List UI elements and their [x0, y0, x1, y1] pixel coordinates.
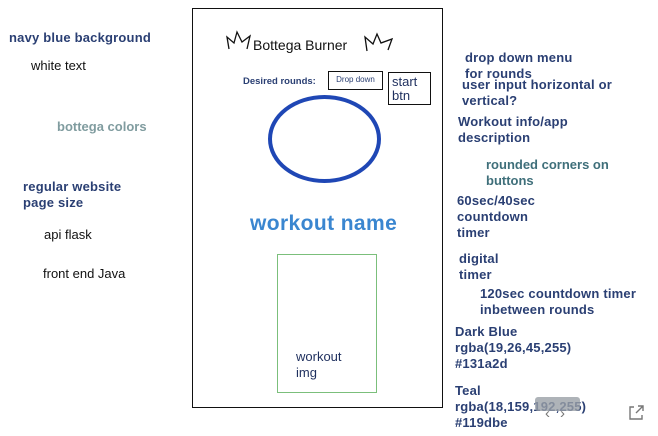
chevron-right-icon[interactable]: › [560, 405, 575, 422]
note-countdown-timer: 60sec/40sec countdown timer [457, 193, 536, 240]
note-user-input: user input horizontal or vertical? [462, 77, 612, 108]
note-white-text: white text [31, 58, 86, 73]
chevron-left-icon[interactable]: ‹ [545, 405, 560, 422]
note-rounded-corners: rounded corners on buttons [486, 157, 609, 188]
note-dark-blue-color: Dark Blue rgba(19,26,45,255) #131a2d [455, 324, 572, 371]
workout-image-box [277, 254, 377, 393]
start-button[interactable]: start btn [388, 72, 431, 105]
note-workout-info: Workout info/app description [458, 114, 568, 145]
note-page-size: regular website page size [23, 179, 122, 210]
viewer-control-bar[interactable] [535, 397, 580, 411]
crown-right-icon [364, 32, 394, 52]
crown-left-icon [226, 30, 252, 50]
note-rest-timer: 120sec countdown timer inbetween rounds [480, 286, 637, 317]
timer-circle [268, 95, 381, 183]
phone-frame [192, 8, 443, 408]
rounds-dropdown[interactable]: Drop down [328, 71, 383, 90]
note-dropdown-menu: drop down menu for rounds [465, 50, 573, 81]
rounds-label: Desired rounds: [243, 76, 316, 87]
app-title: Bottega Burner [253, 37, 348, 53]
workout-image-label: workout img [296, 349, 342, 380]
expand-icon[interactable] [627, 404, 645, 422]
note-bottega-colors: bottega colors [57, 119, 147, 134]
note-digital-timer: digital timer [459, 251, 499, 282]
note-front-end: front end Java [43, 266, 126, 281]
note-api-flask: api flask [44, 227, 92, 242]
viewer-nav[interactable]: ‹› [545, 405, 575, 422]
note-navy-background: navy blue background [9, 30, 151, 45]
workout-name: workout name [250, 212, 398, 235]
